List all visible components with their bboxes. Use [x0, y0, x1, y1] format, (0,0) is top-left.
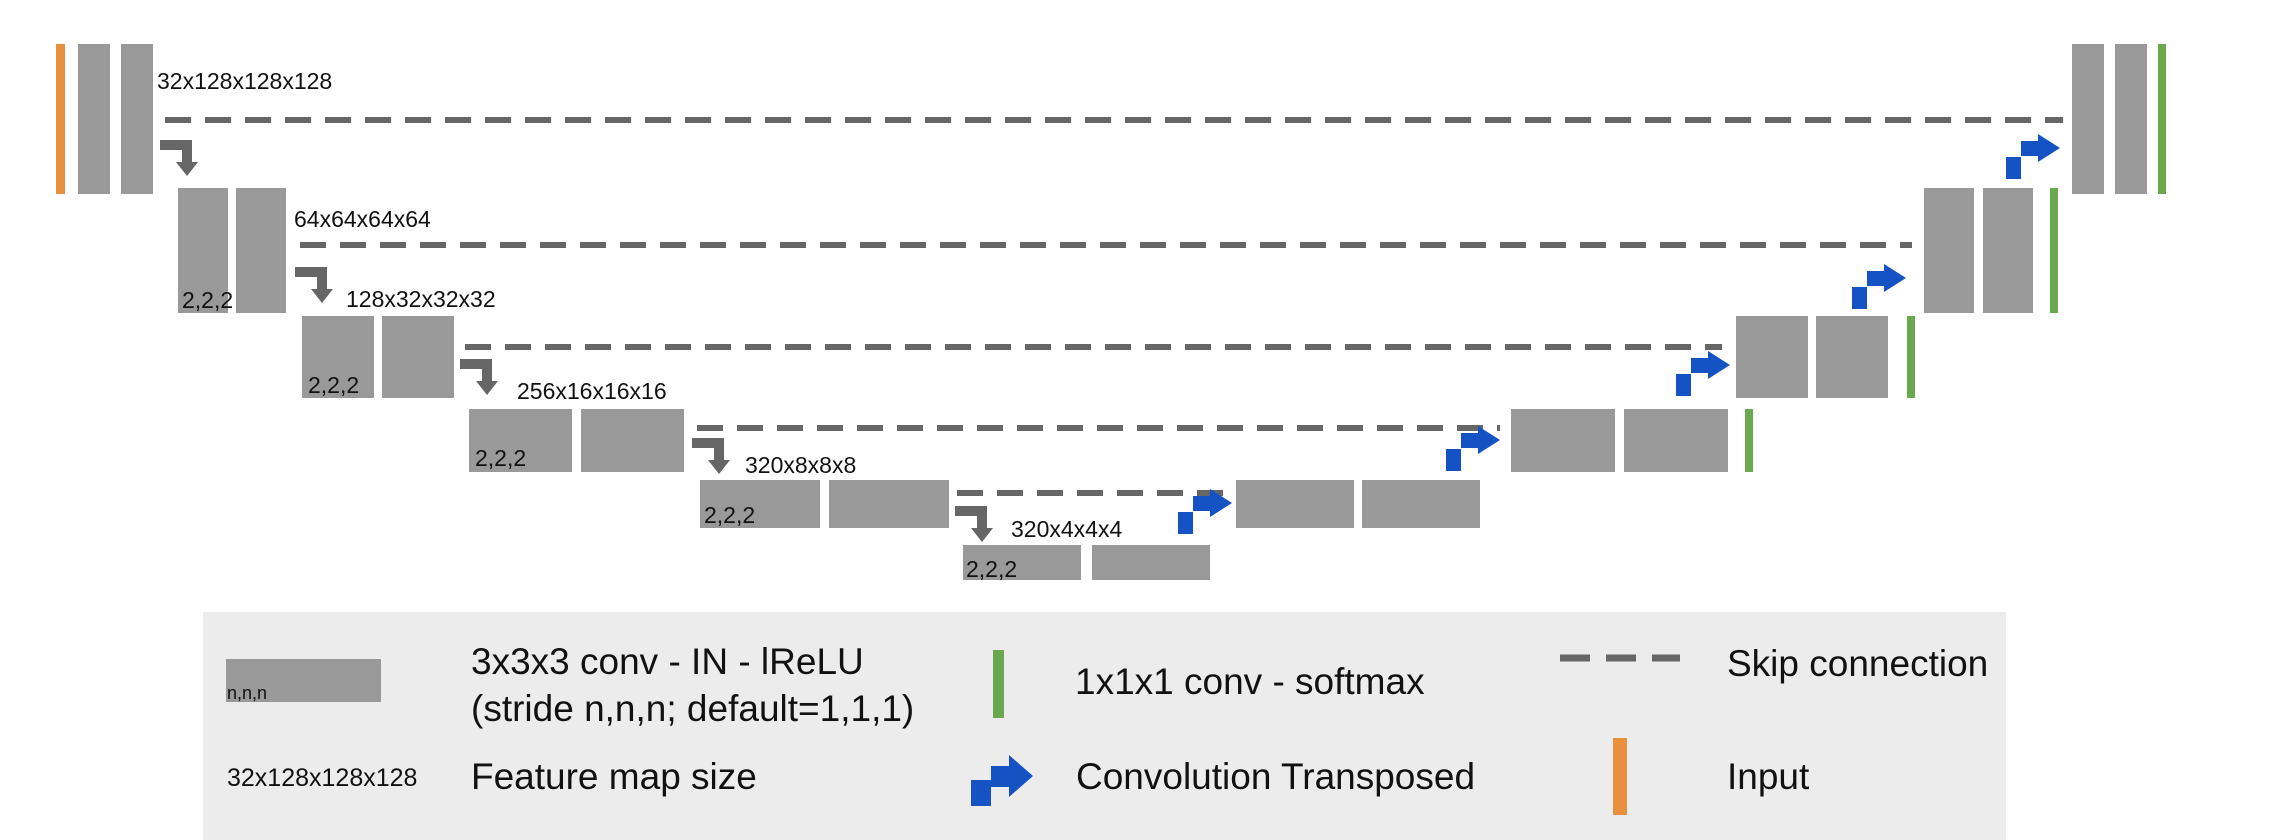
- decoder-level-3: [1736, 316, 1888, 398]
- conv-block: [302, 316, 374, 398]
- conv-block: [382, 316, 454, 398]
- stride-label: 2,2,2: [966, 556, 1017, 582]
- conv-block: [963, 545, 1081, 580]
- conv-block: [581, 409, 684, 472]
- downsample-arrow: [160, 140, 198, 176]
- transposed-conv-arrow: [2006, 134, 2060, 179]
- softmax-bar: [2050, 188, 2058, 313]
- feature-size-label: 128x32x32x32: [346, 286, 496, 312]
- conv-block: [1236, 480, 1354, 528]
- transposed-conv-arrow: [1852, 264, 1906, 309]
- conv-block: [1362, 480, 1480, 528]
- conv-block: [121, 44, 153, 194]
- legend-block-stride: n,n,n: [227, 683, 268, 703]
- feature-size-label: 64x64x64x64: [294, 206, 431, 232]
- softmax-bar: [2158, 44, 2166, 194]
- conv-block: [2072, 44, 2104, 194]
- encoder-level-2: [178, 188, 286, 313]
- transposed-conv-arrow: [1676, 351, 1730, 396]
- legend-softmax-label: 1x1x1 conv - softmax: [1075, 661, 1425, 702]
- softmax-bar: [1907, 316, 1915, 398]
- conv-block: [1736, 316, 1808, 398]
- downsample-arrow: [692, 438, 730, 474]
- encoder-level-3: [302, 316, 454, 398]
- encoder-level-5: [700, 480, 949, 528]
- conv-block: [829, 480, 949, 528]
- conv-block: [1092, 545, 1210, 580]
- stride-label: 2,2,2: [182, 287, 233, 313]
- conv-block: [236, 188, 286, 313]
- legend-transposed-icon: [971, 755, 1033, 806]
- feature-size-label: 320x4x4x4: [1011, 516, 1122, 542]
- conv-block: [78, 44, 110, 194]
- encoder-level-1: [78, 44, 153, 194]
- stride-label: 2,2,2: [704, 502, 755, 528]
- feature-size-label: 256x16x16x16: [517, 378, 667, 404]
- legend-input-label: Input: [1727, 756, 1810, 797]
- legend-size-example: 32x128x128x128: [227, 764, 418, 792]
- legend-conv-line1: 3x3x3 conv - IN - lReLU: [471, 641, 864, 682]
- conv-block: [1983, 188, 2033, 313]
- conv-block: [1816, 316, 1888, 398]
- softmax-bar: [1745, 409, 1753, 472]
- feature-size-label: 32x128x128x128: [157, 68, 332, 94]
- decoder-level-2: [1924, 188, 2033, 313]
- decoder-level-4: [1511, 409, 1728, 472]
- legend-skip-label: Skip connection: [1727, 643, 1989, 684]
- input-bar: [56, 44, 65, 194]
- transposed-conv-arrow: [1446, 426, 1500, 471]
- decoder-level-5: [1236, 480, 1480, 528]
- legend-conv-block-icon: [226, 659, 381, 702]
- conv-block: [469, 409, 572, 472]
- stride-label: 2,2,2: [308, 372, 359, 398]
- legend-input-icon: [1613, 738, 1627, 815]
- conv-block: [178, 188, 228, 313]
- legend-skip-icon: [1560, 654, 1680, 662]
- legend-softmax-icon: [993, 650, 1004, 718]
- downsample-arrow: [955, 506, 993, 542]
- stride-label: 2,2,2: [475, 445, 526, 471]
- feature-size-label: 320x8x8x8: [745, 452, 856, 478]
- legend-transposed-label: Convolution Transposed: [1076, 756, 1476, 797]
- encoder-level-4: [469, 409, 684, 472]
- conv-block: [1511, 409, 1615, 472]
- conv-block: [2115, 44, 2147, 194]
- legend: n,n,n 3x3x3 conv - IN - lReLU (stride n,…: [203, 612, 2006, 840]
- legend-size-label: Feature map size: [471, 756, 757, 797]
- decoder-level-1: [2072, 44, 2147, 194]
- downsample-arrow: [295, 267, 333, 303]
- conv-block: [700, 480, 820, 528]
- downsample-arrow: [460, 359, 498, 395]
- encoder-level-6: [963, 545, 1210, 580]
- legend-conv-line2: (stride n,n,n; default=1,1,1): [471, 688, 915, 729]
- conv-block: [1624, 409, 1728, 472]
- conv-block: [1924, 188, 1974, 313]
